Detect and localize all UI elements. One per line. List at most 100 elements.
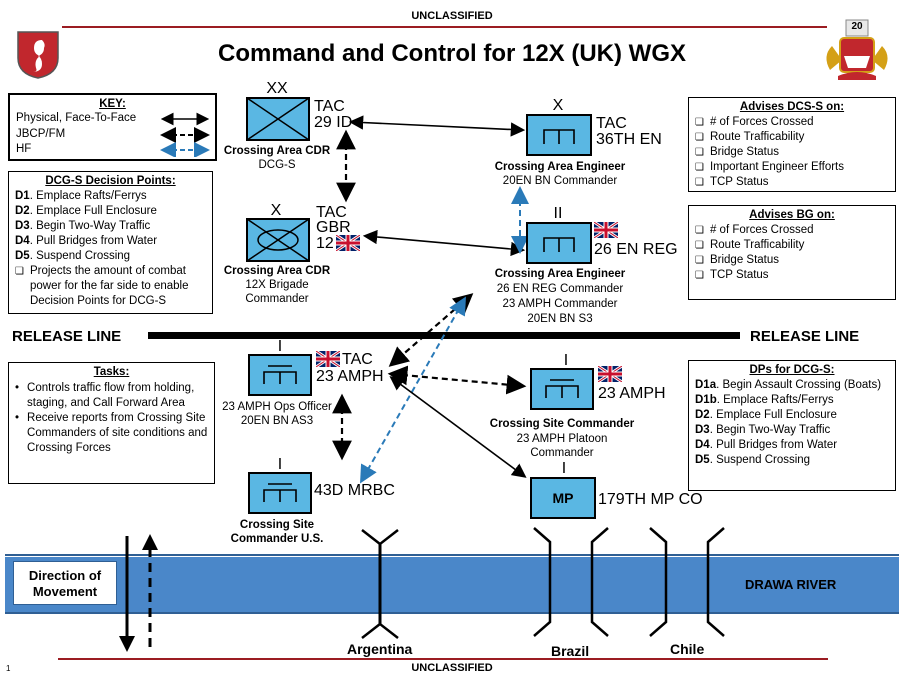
river-label: DRAWA RIVER — [745, 577, 837, 592]
amph23tac-tag-2: 23 AMPH — [316, 368, 384, 385]
key-jbcp-label: JBCP/FM — [16, 128, 66, 140]
amph23tac-tag-1: TAC — [342, 351, 373, 368]
release-line-label-left: RELEASE LINE — [12, 328, 122, 345]
advises-dcgs-heading: Advises DCS-S on: — [739, 101, 845, 113]
direction-of-movement-label: Direction of Movement — [13, 561, 117, 605]
key-physical-label: Physical, Face-To-Face — [16, 112, 137, 124]
page-number: 1 — [6, 664, 11, 673]
en26-sub-1: 26 EN REG Commander — [496, 283, 624, 295]
bridge-crossings — [361, 527, 725, 639]
advises-bg-box: Advises BG on: # of Forces Crossed Route… — [688, 205, 896, 300]
release-line-label-right: RELEASE LINE — [750, 328, 860, 345]
gbr12-sub-1: 12X Brigade — [245, 279, 309, 291]
amph23site-sub-1: 23 AMPH Platoon — [516, 433, 608, 445]
advises-bg-item: Route Trafficability — [695, 238, 889, 253]
tac29-tag-1: TAC — [314, 98, 345, 115]
seahorse-shield-icon — [17, 31, 59, 79]
amph23site-sub-2: Commander — [530, 447, 594, 459]
tac29-tag-2: 29 ID — [314, 114, 353, 131]
key-heading: KEY: — [99, 98, 126, 110]
advises-bg-item: Bridge Status — [695, 253, 889, 268]
key-box: KEY: Physical, Face-To-Face JBCP/FM HF — [8, 93, 217, 161]
amph23tac-unit-symbol — [248, 354, 312, 396]
en26-sub-3: 20EN BN S3 — [527, 313, 593, 325]
dps-dcgs-item: D1b. Emplace Rafts/Ferrys — [695, 394, 834, 406]
mp179-echelon: I — [561, 460, 567, 477]
advises-bg-heading: Advises BG on: — [749, 209, 835, 221]
amph23tac-sub-1: 23 AMPH Ops Officer — [222, 401, 332, 413]
brazil-bridge-icon — [533, 527, 609, 637]
link-amph23-site — [387, 365, 527, 395]
link-gbr12-en26 — [362, 229, 526, 257]
top-rule — [62, 26, 827, 28]
river-bank-top — [5, 554, 899, 556]
mp179-tag: 179TH MP CO — [598, 491, 703, 508]
dcgs-dp-item: D4. Pull Bridges from Water — [15, 235, 158, 247]
gbr12-role: Crossing Area CDR — [223, 265, 331, 277]
mp179-unit-symbol: MP — [530, 477, 596, 519]
key-hf-label: HF — [16, 143, 32, 155]
argentina-bridge-icon — [361, 529, 399, 639]
amph23tac-sub-2: 20EN BN AS3 — [240, 415, 314, 427]
advises-bg-item: # of Forces Crossed — [695, 223, 889, 238]
mrbc43-echelon: I — [277, 456, 283, 473]
amph23site-echelon: I — [563, 352, 569, 369]
tac36-tag-1: TAC — [596, 115, 627, 132]
bottom-rule — [58, 658, 828, 660]
direction-arrows — [119, 534, 158, 652]
page-title: Command and Control for 12X (UK) WGX — [218, 40, 686, 67]
tac29-role: Crossing Area CDR — [223, 145, 331, 157]
dps-dcgs-item: D5. Suspend Crossing — [695, 454, 811, 466]
en26-tag: 26 EN REG — [594, 241, 678, 258]
amph23tac-echelon: I — [277, 338, 283, 355]
task-item: •Receive reports from Crossing Site Comm… — [15, 412, 208, 454]
gbr12-tag-2: GBR — [316, 219, 351, 236]
tac36-echelon: X — [552, 97, 564, 114]
en26-role: Crossing Area Engineer — [494, 268, 626, 280]
classification-top: UNCLASSIFIED — [411, 10, 493, 22]
link-amph23-mp — [389, 376, 527, 478]
mrbc43-role-1: Crossing Site — [239, 519, 315, 531]
amph23site-role: Crossing Site Commander — [489, 418, 635, 430]
dcgs-decision-points-box: DCG-S Decision Points: D1. Emplace Rafts… — [8, 171, 213, 314]
advises-dcgs-box: Advises DCS-S on: # of Forces Crossed Ro… — [688, 97, 896, 192]
en26-sub-2: 23 AMPH Commander — [502, 298, 618, 310]
classification-bottom: UNCLASSIFIED — [411, 662, 493, 674]
dcgs-dp-heading: DCG-S Decision Points: — [45, 175, 176, 187]
tac36-role: Crossing Area Engineer — [494, 161, 626, 173]
unit-crest: 20 — [822, 16, 892, 82]
dcgs-dp-item: D5. Suspend Crossing — [15, 250, 131, 262]
advises-dcgs-item: Important Engineer Efforts — [695, 160, 889, 175]
link-en26-mrbc43 — [360, 296, 466, 484]
amph23site-unit-symbol — [530, 368, 594, 410]
tac36-tag-2: 36TH EN — [596, 131, 662, 148]
advises-bg-item: TCP Status — [695, 268, 889, 283]
advises-dcgs-item: Route Trafficability — [695, 130, 889, 145]
dcgs-dp-item: D3. Begin Two-Way Traffic — [15, 220, 151, 232]
key-line-samples — [160, 112, 210, 157]
dcgs-dp-item: D1. Emplace Rafts/Ferrys — [15, 190, 147, 202]
dps-dcgs-item: D1a. Begin Assault Crossing (Boats) — [695, 379, 882, 391]
dps-dcgs-item: D2. Emplace Full Enclosure — [695, 409, 837, 421]
gbr12-unit-symbol — [246, 218, 310, 262]
mrbc43-role-2: Commander U.S. — [230, 533, 324, 545]
crossing-label-argentina: Argentina — [347, 641, 413, 657]
mrbc43-tag: 43D MRBC — [314, 482, 395, 499]
dcgs-dp-note: Projects the amount of combat power for … — [15, 264, 206, 309]
dps-dcgs-item: D4. Pull Bridges from Water — [695, 439, 838, 451]
tasks-box: Tasks: •Controls traffic flow from holdi… — [8, 362, 215, 484]
river-bank-bottom — [5, 612, 899, 614]
uk-flag-icon — [594, 222, 618, 238]
tac36-unit-symbol — [526, 114, 592, 156]
en26-unit-symbol — [526, 222, 592, 264]
gbr12-tag-3: 12 — [316, 235, 334, 252]
dcgs-dp-item: D2. Emplace Full Enclosure — [15, 205, 157, 217]
task-item: •Controls traffic flow from holding, sta… — [15, 382, 195, 409]
en26-echelon: II — [553, 205, 563, 222]
crossing-label-brazil: Brazil — [551, 643, 590, 659]
dps-dcgs-heading: DPs for DCG-S: — [749, 364, 835, 376]
advises-dcgs-item: TCP Status — [695, 175, 889, 190]
amph23site-tag: 23 AMPH — [598, 385, 666, 402]
crossing-label-chile: Chile — [670, 641, 705, 657]
